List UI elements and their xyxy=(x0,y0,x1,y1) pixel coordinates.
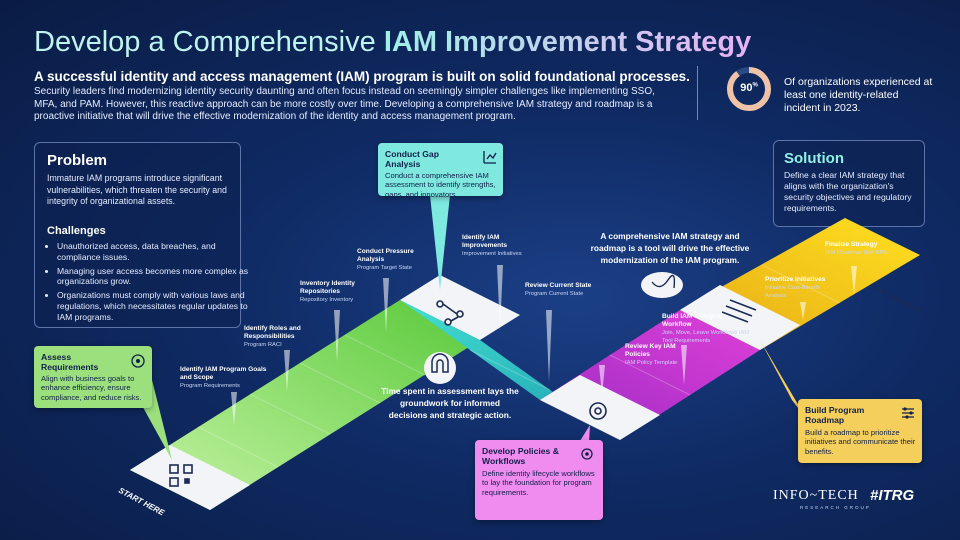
challenge-item: Managing user access becomes more comple… xyxy=(57,266,252,288)
assess-desc: Align with business goals to enhance eff… xyxy=(41,374,142,402)
strategy-note: A comprehensive IAM strategy and roadmap… xyxy=(590,231,750,265)
assessment-note: Time spent in assessment lays the ground… xyxy=(381,386,519,420)
routing-icon xyxy=(641,272,683,298)
header-divider xyxy=(697,66,698,120)
chart-icon xyxy=(483,151,497,164)
gap-desc: Conduct a comprehensive IAM assessment t… xyxy=(385,171,496,199)
solution-panel: Solution Define a clear IAM strategy tha… xyxy=(773,140,925,227)
policies-title: Develop Policies & Workflows xyxy=(482,446,559,466)
page-title: Develop a Comprehensive IAM Improvement … xyxy=(34,26,751,59)
problem-text: Immature IAM programs introduce signific… xyxy=(47,173,227,207)
stat-text: Of organizations experienced at least on… xyxy=(784,76,933,114)
flowchart-icon xyxy=(436,300,464,326)
solution-text: Define a clear IAM strategy that aligns … xyxy=(784,170,912,213)
qr-code-icon xyxy=(169,464,193,487)
brand-hashtag: #ITRG xyxy=(870,487,915,504)
assess-title: Assess Requirements xyxy=(41,352,99,372)
brand-logo: INFO~TECH xyxy=(773,488,859,503)
path-segment-green xyxy=(130,300,480,510)
gap-card: Conduct Gap Analysis Conduct a comprehen… xyxy=(378,143,503,199)
gap-title: Conduct Gap Analysis xyxy=(385,149,439,169)
roadmap-tile xyxy=(680,285,800,350)
gear-cycle-icon xyxy=(589,402,607,420)
end-label: YOU MADE IT! xyxy=(871,282,924,316)
title-plain: Develop a Comprehensive xyxy=(34,26,384,58)
gap-tile xyxy=(400,275,520,340)
gauge-sliders-icon xyxy=(721,299,757,323)
intro-paragraph: Security leaders find modernizing identi… xyxy=(34,86,655,123)
target-icon xyxy=(131,354,145,368)
policies-card: Develop Policies & Workflows Define iden… xyxy=(475,440,603,520)
policies-desc: Define identity lifecycle workflows to l… xyxy=(482,469,595,497)
path-dividers xyxy=(197,334,426,468)
settings-icon xyxy=(581,448,593,460)
roadmap-pointer xyxy=(760,340,806,418)
brand-sub: RESEARCH GROUP xyxy=(800,505,871,510)
roadmap-desc: Build a roadmap to prioritize initiative… xyxy=(805,428,916,456)
start-tile xyxy=(130,445,250,510)
assess-card: Assess Requirements Align with business … xyxy=(34,346,152,408)
stat-value: 90% xyxy=(740,82,758,94)
challenge-item: Unauthorized access, data breaches, and … xyxy=(57,241,252,263)
sliders-icon xyxy=(902,407,914,419)
page-subtitle: A successful identity and access managem… xyxy=(34,69,690,84)
title-bold: IAM Improvement Strategy xyxy=(383,26,752,58)
stat-ring xyxy=(727,67,771,111)
challenges-list: Unauthorized access, data breaches, and … xyxy=(43,241,252,326)
challenge-item: Organizations must comply with various l… xyxy=(57,290,252,322)
roadmap-title: Build Program Roadmap xyxy=(805,405,865,425)
gap-pointer xyxy=(430,195,450,290)
challenges-heading: Challenges xyxy=(47,225,106,237)
start-label: START HERE xyxy=(117,486,166,518)
policy-tile xyxy=(540,375,660,440)
step-stems xyxy=(231,265,857,425)
roadmap-card: Build Program Roadmap Build a roadmap to… xyxy=(798,399,922,463)
problem-panel: Problem Immature IAM programs introduce … xyxy=(34,142,248,328)
magnet-icon xyxy=(424,352,456,384)
solution-heading: Solution xyxy=(784,150,844,167)
problem-heading: Problem xyxy=(47,152,108,169)
